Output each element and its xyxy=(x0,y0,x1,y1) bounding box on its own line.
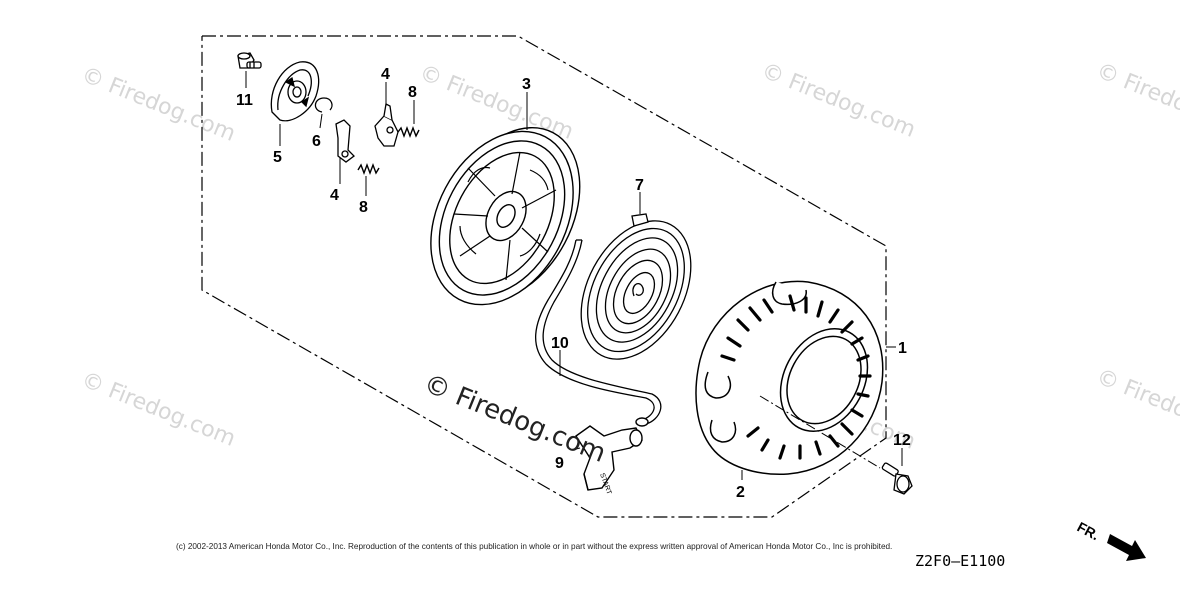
diagram-code: Z2F0—E1100 xyxy=(915,552,1005,570)
part-8-spring-upper xyxy=(397,126,420,138)
callout-3: 3 xyxy=(522,76,531,93)
callout-7: 7 xyxy=(635,177,644,194)
part-12-flange-bolt xyxy=(881,462,913,495)
callouts: 11 5 6 4 8 4 8 3 7 10 9 1 2 12 xyxy=(236,66,911,501)
arrow-icon xyxy=(1107,534,1146,561)
part-11-bolt xyxy=(237,52,262,69)
part-6-clip xyxy=(314,97,333,113)
assembly-boundary xyxy=(201,35,887,518)
part-7-recoil-spring xyxy=(580,213,692,360)
callout-4-lower: 4 xyxy=(330,187,339,204)
callout-8-lower: 8 xyxy=(359,199,368,216)
callout-2: 2 xyxy=(736,484,745,501)
callout-1: 1 xyxy=(898,340,907,357)
part-2-starter-case xyxy=(695,280,884,475)
part-4-pawl-upper xyxy=(374,103,399,147)
part-5-ratchet-plate xyxy=(270,61,320,122)
callout-11: 11 xyxy=(236,92,253,109)
callout-10: 10 xyxy=(551,335,569,352)
copyright-notice: (c) 2002-2013 American Honda Motor Co., … xyxy=(176,542,892,551)
callout-5: 5 xyxy=(273,149,282,166)
watermark: © Firedog.com xyxy=(758,58,919,142)
callout-8-upper: 8 xyxy=(408,84,417,101)
direction-label: FR. xyxy=(1075,519,1102,544)
watermark: © Firedog.com xyxy=(78,367,239,451)
part-10-starter-rope xyxy=(534,239,662,425)
part-3-reel xyxy=(430,127,581,306)
watermark: © Firedog.com xyxy=(1093,58,1180,142)
center-line xyxy=(759,395,881,469)
callout-4-upper: 4 xyxy=(381,66,390,83)
leader-lines xyxy=(245,71,903,480)
callout-12: 12 xyxy=(893,432,911,449)
watermark: © Firedog.com xyxy=(1093,364,1180,448)
callout-9: 9 xyxy=(555,455,564,472)
callout-6: 6 xyxy=(312,133,321,150)
part-8-spring-lower xyxy=(357,163,380,175)
watermark: © Firedog.com xyxy=(78,62,239,146)
part-4-pawl-lower xyxy=(335,119,355,163)
front-direction-indicator: FR. xyxy=(1075,519,1146,561)
